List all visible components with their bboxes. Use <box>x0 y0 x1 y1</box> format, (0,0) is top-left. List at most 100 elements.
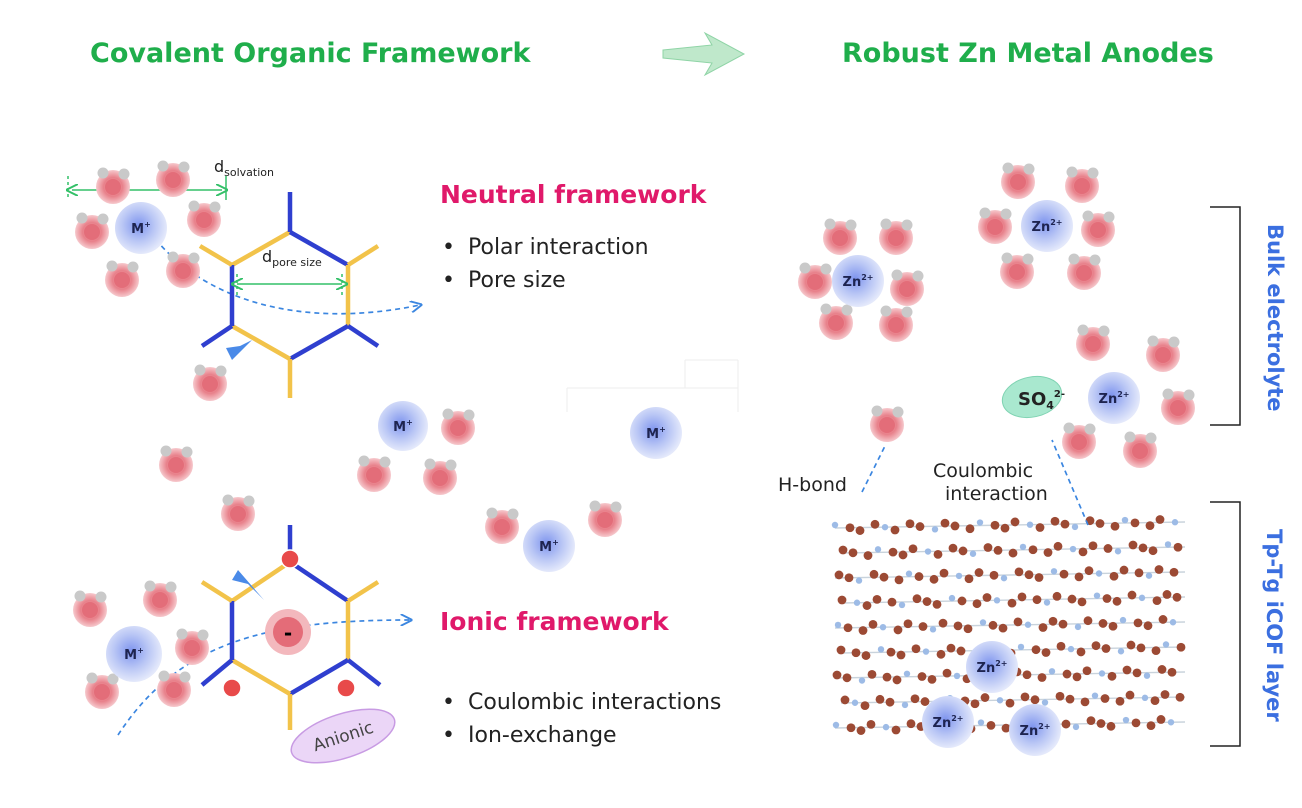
cof-atom <box>1069 545 1077 553</box>
cof-atom <box>1053 541 1063 551</box>
water-molecule <box>870 405 904 442</box>
cof-atom <box>1082 666 1092 676</box>
water-molecule <box>166 251 200 288</box>
cof-atom <box>1145 521 1155 531</box>
cof-atom <box>1136 643 1146 653</box>
cof-atom <box>1043 548 1053 557</box>
cof-atom <box>888 547 898 557</box>
cof-atom <box>946 643 956 653</box>
water-molecule <box>75 212 109 249</box>
cof-atom <box>896 650 906 660</box>
cof-atom <box>1093 592 1101 599</box>
svg-text:Zn2+: Zn2+ <box>1020 722 1051 739</box>
cof-atom <box>1130 518 1140 528</box>
cof-atom <box>986 720 996 730</box>
cof-atom <box>932 599 942 609</box>
cof-atom <box>1074 623 1082 631</box>
svg-text:M+: M+ <box>124 646 144 663</box>
water-molecule <box>879 305 913 342</box>
hbond-label: H-bond <box>778 474 847 496</box>
cof-atom <box>969 550 977 557</box>
cof-atom <box>929 626 937 633</box>
cof-atom <box>853 599 861 606</box>
cof-atom <box>1022 670 1032 680</box>
cof-atom <box>1024 621 1032 628</box>
cof-atom <box>1048 668 1056 675</box>
zinc-ion: Zn2+ <box>1009 704 1061 756</box>
sulfate-ion: SO42- <box>1001 375 1065 419</box>
cof-atom <box>870 519 880 529</box>
cof-atom <box>1146 721 1156 731</box>
svg-text:dsolvation: dsolvation <box>214 157 274 179</box>
cof-atom <box>1028 545 1038 555</box>
cof-atom <box>886 647 896 657</box>
metal-ion: M+ <box>115 202 167 254</box>
ionic-framework <box>200 525 382 730</box>
cof-atom <box>998 623 1008 633</box>
cof-atom <box>1138 543 1148 553</box>
cof-atom <box>940 518 950 528</box>
faint-box-outline <box>566 359 739 412</box>
cof-atom <box>898 601 906 609</box>
cof-atom <box>832 670 842 680</box>
cof-atom <box>1010 517 1020 527</box>
cof-atom <box>1041 648 1051 657</box>
cof-atom <box>955 572 963 580</box>
cof-atom <box>1164 541 1172 548</box>
cof-atom <box>988 620 998 630</box>
cof-atom <box>1072 672 1082 682</box>
cof-atom <box>965 524 975 534</box>
cof-atom <box>1154 565 1164 574</box>
water-molecule <box>85 672 119 709</box>
cof-atom <box>1050 516 1060 526</box>
water-molecule <box>159 445 193 482</box>
cof-atom <box>843 623 853 633</box>
metal-ion: M+ <box>378 401 428 451</box>
cof-atom <box>983 543 993 552</box>
water-molecule <box>441 408 475 445</box>
cof-atom <box>936 649 946 659</box>
cof-atom <box>1000 523 1010 533</box>
cof-atom <box>915 522 925 531</box>
cof-atom <box>862 601 872 610</box>
water-molecule <box>823 218 857 255</box>
cof-atom <box>942 668 952 678</box>
cof-atom <box>879 572 889 582</box>
cof-atom <box>1031 645 1041 655</box>
cof-atom <box>1061 719 1071 729</box>
water-molecule <box>1146 335 1180 372</box>
cof-atom <box>948 543 958 553</box>
cof-atom <box>855 577 863 584</box>
cof-atom <box>970 699 980 709</box>
svg-text:-: - <box>284 621 292 645</box>
right-title: Robust Zn Metal Anodes <box>842 38 1214 69</box>
cof-atom <box>1172 592 1182 602</box>
cof-atom <box>938 618 948 628</box>
cof-atom <box>1067 594 1077 604</box>
svg-text:dpore size: dpore size <box>262 247 322 269</box>
cof-atom <box>1151 646 1161 656</box>
cof-atom <box>1008 548 1018 558</box>
cof-atom <box>974 568 984 577</box>
cof-atom <box>1107 671 1117 681</box>
cof-atom <box>1114 548 1122 555</box>
cof-atom <box>1019 543 1027 551</box>
cof-atom <box>1074 572 1084 582</box>
water-molecule <box>1000 252 1034 289</box>
cof-atom <box>1106 721 1116 731</box>
neutral-framework-title: Neutral framework <box>440 180 707 209</box>
water-molecule <box>96 167 130 204</box>
metal-ion: M+ <box>523 520 575 572</box>
cof-atom <box>1098 619 1108 628</box>
cof-atom <box>953 672 961 680</box>
cof-atom <box>1076 647 1086 657</box>
cof-atom <box>882 672 892 682</box>
cof-atom <box>1048 616 1058 626</box>
cof-atom <box>972 599 982 609</box>
cof-atom <box>1143 621 1153 631</box>
cof-atom <box>1115 696 1125 706</box>
cof-atom <box>1086 716 1096 726</box>
cof-atom <box>1005 698 1015 708</box>
svg-text:Zn2+: Zn2+ <box>977 659 1008 676</box>
cof-atom <box>957 596 967 606</box>
